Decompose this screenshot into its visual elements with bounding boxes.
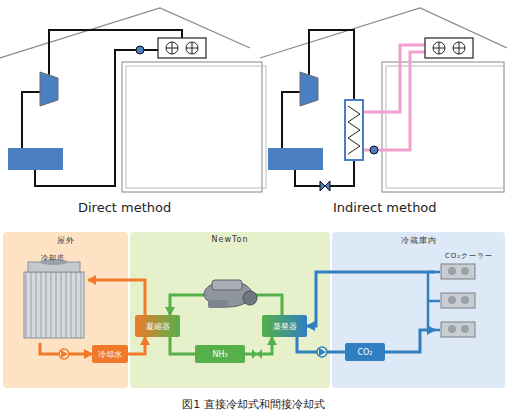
indirect-sketch [320,181,330,191]
heading: NewTon [130,232,330,244]
process-box: 蒸発器 [262,315,307,337]
direct-sketch [158,38,206,58]
indirect-sketch [348,106,360,154]
indirect-sketch [363,52,425,150]
box-label: NH₃ [212,350,227,359]
method-label: Direct method [78,200,171,215]
box-label: 凝縮器 [146,321,170,332]
indirect-sketch [386,66,504,188]
panel-grounds [332,232,505,388]
process-box: NH₃ [195,345,245,363]
indirect-sketch [363,45,425,112]
pump-symbol [317,347,327,357]
flow-line [307,272,435,326]
direct-sketch [40,72,58,106]
co2-cooler-units [441,293,475,308]
compressor-illustration [243,291,257,305]
pump-symbol [59,349,69,359]
flow-line [128,337,145,354]
direct-sketch [0,8,266,192]
box-label: 蒸発器 [273,321,297,332]
cooling-tower: 冷却塔 [18,250,88,343]
cooling-tower [24,272,84,338]
indirect-sketch [260,8,507,58]
compressor-illustration [208,300,228,308]
panel-grounds [3,232,505,388]
indirect-sketch [425,38,473,58]
panel-grounds [130,232,330,388]
pump-symbol [61,350,68,358]
cooler-group: CO₂クーラー [435,248,503,345]
direct-sketch [8,148,63,170]
flow-line [88,280,145,315]
co2-cooler-units [461,267,469,275]
box-label: CO₂ [357,348,372,357]
direct-sketch [136,46,144,54]
process-box: 冷却水 [92,345,128,363]
pump-symbol [319,348,326,356]
process-box: CO₂ [345,343,385,361]
heading: 屋外 [3,232,128,246]
flow-line [385,330,435,352]
region-panel: NewTon 凝縮器 NH₃ 蒸発器 [130,232,330,388]
co2-cooler-units [448,296,456,304]
indirect-sketch [268,148,323,170]
method-label: Indirect method [333,200,437,215]
direct-sketch [166,42,198,54]
process-box: 凝縮器 [135,315,180,337]
direct-sketch [22,92,40,148]
heading: 冷蔵庫内 [332,232,505,246]
pump-symbol [317,347,327,357]
indirect-sketch [282,92,300,148]
compressor-illustration [212,280,242,290]
direct-sketch [126,66,266,188]
indirect-sketch [260,8,507,192]
indirect-sketch [370,146,378,154]
co2-cooler-units [441,264,475,337]
cooler-branches [428,272,440,330]
region-panel: 屋外冷却塔冷却水 [3,232,128,388]
flow-line [170,337,195,354]
co2-cooler-units [448,325,456,333]
pump-symbol [59,349,69,359]
indirect-sketch [300,72,318,106]
cooler-branches [428,272,440,330]
compressor-illustration [204,280,257,308]
indirect-sketch [433,42,465,54]
valve-symbol [252,349,262,359]
region-panel: 冷蔵庫内 CO₂ CO₂クーラー [332,232,505,388]
co2-cooler-units [461,325,469,333]
co2-cooler-units [461,296,469,304]
co2-cooler-units [448,267,456,275]
indirect-sketch [345,100,363,160]
cooling-tower [24,259,84,338]
heading: CO₂クーラー [435,248,503,261]
panel-grounds [3,232,128,388]
valve-symbol [252,349,262,359]
co2-cooler-units [441,322,475,337]
box-label: 冷却水 [98,349,122,360]
heading: 冷却塔 [18,250,88,263]
figure-caption: 図1 直接冷却式和間接冷却式 [0,397,507,412]
co2-cooler-units [441,264,475,279]
flow-line [245,337,272,354]
direct-sketch [122,62,262,192]
